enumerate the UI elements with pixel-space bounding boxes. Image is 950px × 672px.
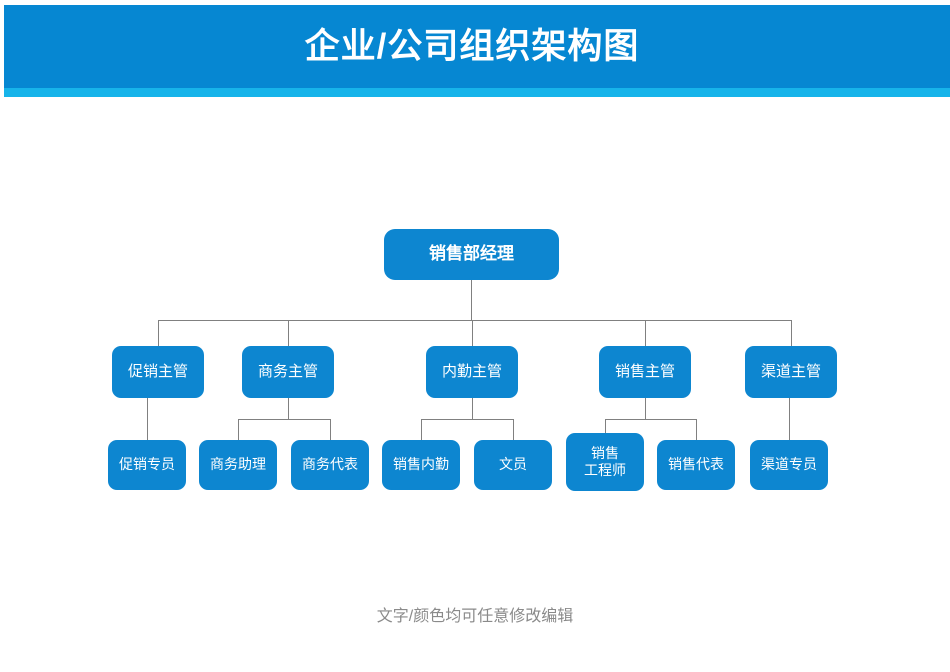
header-accent-strip <box>4 88 950 97</box>
org-node-n5[interactable]: 渠道主管 <box>745 346 837 398</box>
org-node-n8[interactable]: 商务代表 <box>291 440 369 490</box>
org-node-n13[interactable]: 渠道专员 <box>750 440 828 490</box>
org-node-n0[interactable]: 销售部经理 <box>384 229 559 280</box>
org-node-n2[interactable]: 商务主管 <box>242 346 334 398</box>
org-node-n7[interactable]: 商务助理 <box>199 440 277 490</box>
header-banner: 企业/公司组织架构图 <box>4 5 950 97</box>
org-node-n9[interactable]: 销售内勤 <box>382 440 460 490</box>
org-node-n6[interactable]: 促销专员 <box>108 440 186 490</box>
org-node-n11[interactable]: 销售 工程师 <box>566 433 644 491</box>
org-node-n3[interactable]: 内勤主管 <box>426 346 518 398</box>
org-node-n4[interactable]: 销售主管 <box>599 346 691 398</box>
footer-caption: 文字/颜色均可任意修改编辑 <box>376 608 574 625</box>
org-node-n10[interactable]: 文员 <box>474 440 552 490</box>
header-band <box>4 5 950 88</box>
page-title: 企业/公司组织架构图 <box>304 27 640 66</box>
org-node-n12[interactable]: 销售代表 <box>657 440 735 490</box>
org-node-n1[interactable]: 促销主管 <box>112 346 204 398</box>
